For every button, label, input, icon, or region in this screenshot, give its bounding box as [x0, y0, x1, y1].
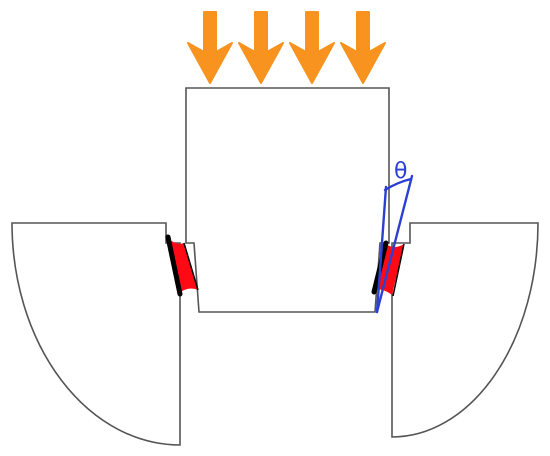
arrow-down-icon — [238, 11, 284, 84]
left-seal-edge — [165, 234, 183, 297]
left-seal — [165, 234, 199, 297]
left-seal-rim — [183, 242, 199, 291]
angle-arc — [383, 177, 413, 192]
arrow-down-icon — [289, 11, 335, 84]
left-housing — [11, 222, 181, 446]
left-seal-body — [168, 238, 198, 293]
arrow-down-icon — [187, 11, 233, 84]
arrow-down-icon — [340, 11, 386, 84]
angle-tilted-line — [375, 174, 414, 314]
angle-label: θ — [394, 159, 407, 184]
load-arrows — [187, 11, 386, 84]
right-housing — [391, 222, 539, 438]
center-block — [185, 87, 390, 313]
angle-reference-line — [375, 185, 388, 314]
right-seal-rim — [392, 243, 405, 297]
